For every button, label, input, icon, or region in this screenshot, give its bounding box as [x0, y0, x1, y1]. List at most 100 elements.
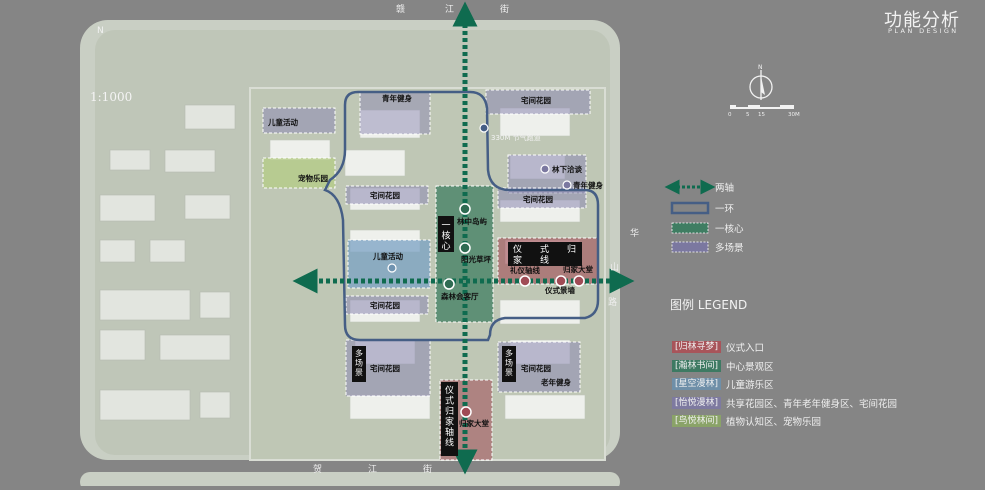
zone-labels: 青年健身 宅间花园 儿童活动 宠物乐园 330M 节气跑道 林下洽谈 青年健身 …	[267, 93, 603, 428]
callout-ceremony-v: 仪式归家轴线	[445, 385, 454, 449]
label-sunlight-lawn: 阳光草坪	[461, 254, 491, 264]
legend-multi-symbol	[671, 241, 709, 253]
street-right-3: 路	[608, 296, 617, 308]
map-north: N	[97, 26, 104, 36]
ring-path	[323, 90, 600, 342]
legend-ring: 一环	[715, 201, 734, 215]
marker-forest-island	[459, 203, 471, 215]
legend-ring-label: 一环	[715, 204, 735, 215]
compass: N	[730, 64, 794, 109]
street-right-1: 华	[630, 227, 639, 239]
marker-forest-talk	[540, 164, 550, 174]
legend-axis-label: 两轴	[715, 183, 735, 194]
scale-tick-15: 15	[758, 112, 765, 118]
marker-sunlight-lawn	[459, 242, 471, 254]
scale-tick-0: 0	[728, 112, 732, 118]
category-tag: [怡悦漫林]	[672, 396, 722, 409]
label-kids-top: 儿童活动	[267, 117, 298, 127]
category-tag: [归林寻梦]	[672, 340, 722, 353]
street-bottom-3: 街	[423, 463, 432, 475]
street-top-1: 赣	[396, 3, 405, 15]
category-tag: [鸟悦林间]	[672, 414, 722, 427]
zone-courtyard-mid-left	[345, 185, 429, 205]
callout-ceremony-h: 仪式归家线	[513, 243, 576, 266]
node-markers	[387, 123, 585, 418]
callout-boxes	[352, 216, 582, 456]
label-forest-talk: 林下洽谈	[552, 164, 582, 174]
marker-ceremony-3	[573, 275, 585, 287]
callout-texts: 一核心 仪式归家线 仪式归家轴线 多场景 多场景	[355, 221, 576, 449]
street-right-2: 山	[610, 262, 619, 273]
street-bottom-1: 贺	[313, 463, 322, 475]
callout-core-box	[438, 216, 454, 252]
callout-multi-left: 多场景	[355, 348, 363, 377]
category-desc: 中心景观区	[726, 361, 774, 373]
neighbor-buildings	[99, 104, 306, 421]
label-home-hall-bottom: 归家大堂	[459, 418, 489, 428]
street-top-3: 街	[500, 3, 509, 15]
category-0: [归林寻梦] 仪式入口	[672, 340, 765, 354]
bottom-plot	[80, 472, 620, 490]
label-courtyard-top: 宅间花园	[521, 95, 551, 105]
label-youth-fitness-top: 青年健身	[382, 93, 412, 103]
zone-youth-fitness-top	[359, 91, 431, 135]
marker-forest-hall	[443, 278, 455, 290]
legend-title: 图例 LEGEND	[670, 298, 748, 312]
legend-axis: 两轴	[715, 180, 734, 194]
marker-kids	[387, 263, 397, 273]
zone-courtyard-mid-right	[497, 187, 587, 209]
legend-core-label: 一核心	[715, 224, 744, 235]
legend-symbols	[664, 179, 716, 253]
scale-tick-5: 5	[746, 112, 750, 118]
marker-youth-right	[562, 180, 572, 190]
map-scale: 1:1000	[90, 90, 132, 104]
page-subtitle: PLAN DESIGN	[888, 27, 959, 35]
category-desc: 仪式入口	[726, 342, 765, 354]
label-courtyard-mid-right: 宅间花园	[523, 194, 553, 204]
compass-north: N	[758, 64, 763, 71]
label-kids-mid: 儿童活动	[372, 251, 403, 261]
legend-multi-label: 多场景	[715, 243, 744, 254]
category-2: [星空漫林] 儿童游乐区	[672, 377, 774, 391]
label-forest-island: 林中岛屿	[457, 216, 487, 226]
callout-core: 一核心	[441, 221, 450, 252]
zone-courtyard-low-left	[345, 295, 429, 315]
label-courtyard-low-right: 宅间花园	[521, 363, 551, 373]
street-top-2: 江	[445, 4, 454, 15]
marker-solar-path	[479, 123, 489, 133]
label-ceremony-axis: 礼仪轴线	[510, 265, 540, 275]
zone-pet-park	[262, 157, 336, 189]
category-desc: 共享花园区、青年老年健身区、宅间花园	[726, 398, 898, 410]
category-1: [瀚林书间] 中心景观区	[672, 359, 774, 373]
scale-tick-30: 30M	[788, 112, 800, 118]
street-labels: 赣 江 街 华 山 路 贺 江 街	[313, 3, 639, 475]
label-courtyard-low-left: 宅间花园	[370, 300, 400, 310]
marker-home-bottom	[460, 406, 472, 418]
label-ceremony-wall: 仪式景墙	[544, 285, 575, 295]
street-bottom-2: 江	[368, 464, 377, 475]
marker-ceremony-2	[555, 275, 567, 287]
category-tag: [星空漫林]	[672, 377, 722, 390]
callout-multi-left-box	[352, 346, 366, 382]
category-desc: 儿童游乐区	[726, 379, 774, 391]
legend-core-symbol	[671, 222, 709, 234]
label-courtyard-low-center: 宅间花园	[370, 363, 400, 373]
label-home-hall-right: 归家大堂	[563, 264, 593, 274]
category-tag: [瀚林书间]	[672, 359, 722, 372]
callout-ceremony-box-v	[441, 382, 458, 456]
label-courtyard-mid-left: 宅间花园	[370, 190, 400, 200]
label-elder-fitness: 老年健身	[540, 377, 571, 387]
zone-kids-top	[262, 107, 336, 134]
page-title: 功能分析	[884, 10, 960, 31]
category-4: [鸟悦林间] 植物认知区、宠物乐园	[672, 414, 822, 428]
category-desc: 植物认知区、宠物乐园	[726, 416, 822, 428]
category-3: [怡悦漫林] 共享花园区、青年老年健身区、宅间花园	[672, 396, 898, 410]
legend-core: 一核心	[715, 221, 744, 235]
callout-ceremony-box-h	[508, 242, 582, 266]
callout-multi-right: 多场景	[505, 348, 513, 377]
label-solar-path: 330M 节气跑道	[491, 133, 541, 142]
label-forest-hall: 森林会客厅	[441, 291, 479, 301]
zone-courtyard-top	[485, 89, 591, 115]
